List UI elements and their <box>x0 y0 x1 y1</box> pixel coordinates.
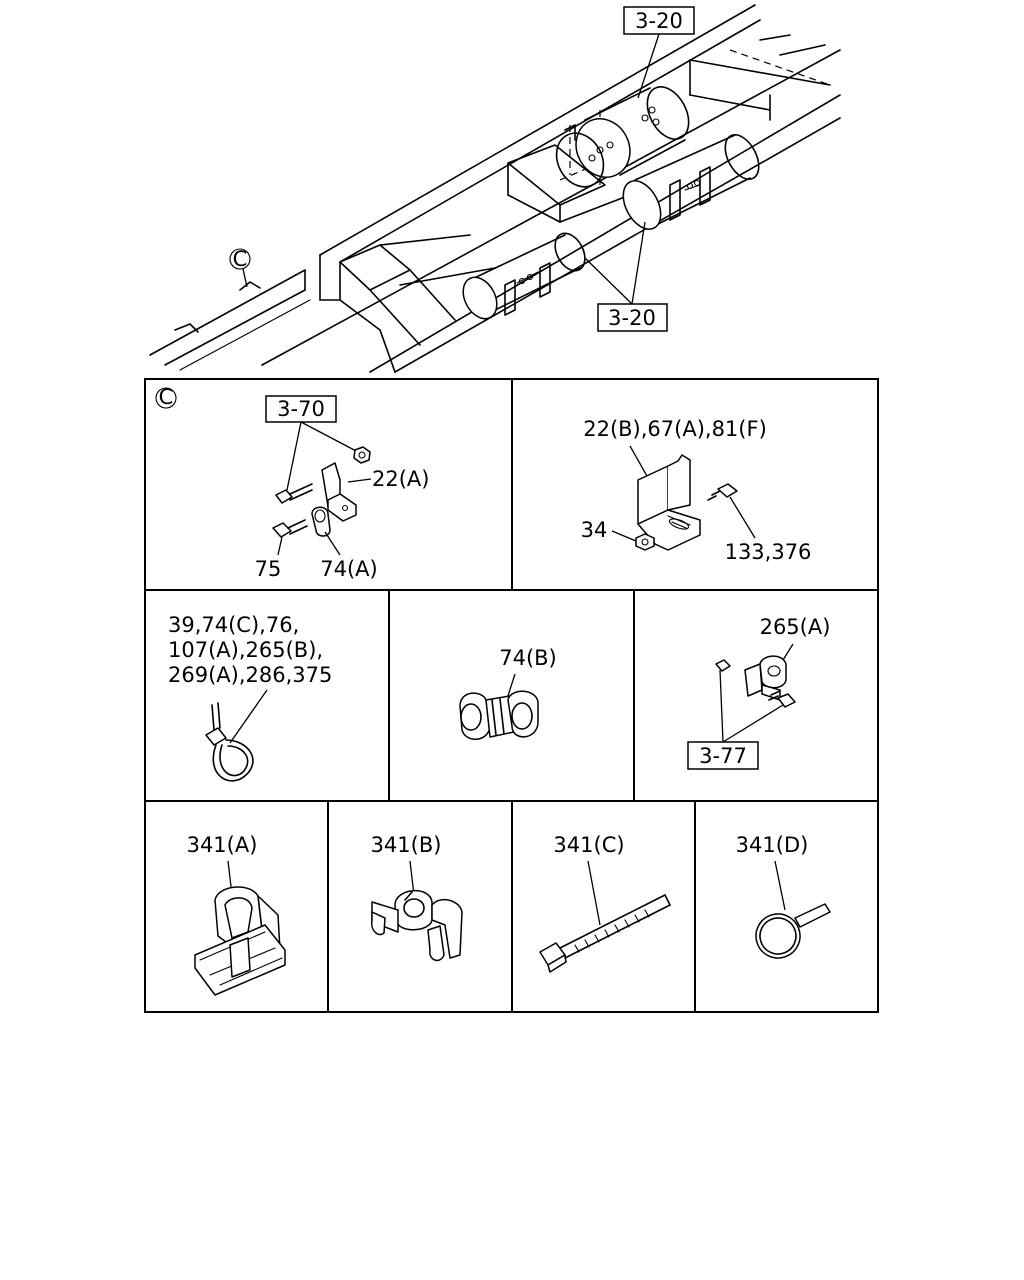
panel-c: C 3-70 22(A) 75 74(A) <box>155 385 429 581</box>
panel-341b: 341(B) <box>370 833 463 962</box>
crossmember-left <box>339 234 496 373</box>
panel-clip-74b: 74(B) <box>459 646 557 740</box>
bolt-133-icon <box>717 483 738 498</box>
label-74b: 74(B) <box>499 646 557 670</box>
leader-133-376 <box>729 496 756 539</box>
bracket-22a-icon <box>321 462 341 507</box>
bolt-75-icon <box>272 522 292 538</box>
nut-34-icon <box>635 533 655 551</box>
ref-3-70-label[interactable]: 3-70 <box>277 397 325 421</box>
callout-c-leader <box>242 268 248 288</box>
leader-341b <box>409 860 415 896</box>
chassis-overview: C 3-20 3-20 <box>149 4 841 373</box>
label-341c: 341(C) <box>553 833 624 857</box>
crossmember-middle <box>507 110 631 223</box>
label-341a: 341(A) <box>187 833 258 857</box>
panel-341c: 341(C) <box>539 833 671 973</box>
ref-3-77-label[interactable]: 3-77 <box>699 744 747 768</box>
leader-74a <box>324 531 341 556</box>
band-clamp-341d-icon <box>755 903 831 959</box>
label-tie-line2: 107(A),265(B), <box>168 638 323 662</box>
label-341b: 341(B) <box>371 833 442 857</box>
callout-c-label: C <box>233 247 248 271</box>
label-tie-line1: 39,74(C),76, <box>168 613 299 637</box>
ref-3-20-top-label[interactable]: 3-20 <box>635 9 683 33</box>
clip-341b-icon <box>370 889 463 962</box>
main-frame-rail <box>261 4 841 373</box>
leader-34 <box>611 530 637 542</box>
leader-3-70-nut <box>300 421 359 453</box>
label-tie-line3: 269(A),286,375 <box>168 663 332 687</box>
panel-c-marker-circle <box>155 387 177 409</box>
leader-3-77-nut <box>719 669 724 743</box>
panel-c-marker: C <box>159 385 174 409</box>
label-265a: 265(A) <box>760 615 831 639</box>
double-clip-icon <box>459 690 539 740</box>
ref-box-3-20-top[interactable] <box>623 6 695 35</box>
detail-grid <box>144 378 879 1013</box>
tank-right <box>622 134 760 230</box>
cable-tie-icon <box>205 727 227 746</box>
leader-341d <box>774 860 786 911</box>
leader-3-77-bolt <box>722 704 784 743</box>
callout-circle-c <box>229 248 251 270</box>
clamp-265a-icon <box>744 655 787 701</box>
cable-tie-341c-icon <box>539 894 671 973</box>
ref-box-3-70[interactable] <box>265 395 337 423</box>
panel-bracket-22b: 22(B),67(A),81(F) 34 133,376 <box>581 417 812 564</box>
panel-341d: 341(D) <box>736 833 831 959</box>
left-frame-rail <box>149 269 311 371</box>
bolt-3-77-icon <box>777 693 796 708</box>
ref-box-3-20-bottom[interactable] <box>597 303 668 332</box>
rear-frame-rail <box>689 34 831 121</box>
leader-3-20-bottom-b <box>631 221 646 305</box>
label-74a: 74(A) <box>320 557 377 581</box>
panel-341a: 341(A) <box>187 833 286 996</box>
leader-3-20-bottom-a <box>584 257 633 305</box>
label-22a: 22(A) <box>372 467 429 491</box>
label-341d: 341(D) <box>736 833 809 857</box>
leader-22a <box>347 478 372 483</box>
label-34: 34 <box>581 518 608 542</box>
bolt-upper-icon <box>275 489 293 504</box>
nut-3-77-icon <box>715 659 731 672</box>
leader-3-20-top <box>637 33 660 99</box>
panel-clamp-265a: 265(A) 3-77 <box>687 615 831 770</box>
leader-75 <box>277 536 283 556</box>
leader-341c <box>587 860 601 926</box>
leader-tie <box>229 689 268 744</box>
leader-3-70-bolt <box>286 421 302 491</box>
label-133-376: 133,376 <box>725 540 812 564</box>
clip-341a-icon <box>194 886 286 996</box>
label-22b-67a-81f: 22(B),67(A),81(F) <box>583 417 767 441</box>
tank-lower <box>462 232 586 320</box>
ref-3-20-bottom-label[interactable]: 3-20 <box>608 306 656 330</box>
nut-icon <box>353 446 371 464</box>
panel-cable-tie: 39,74(C),76, 107(A),265(B), 269(A),286,3… <box>168 613 332 782</box>
label-75: 75 <box>255 557 282 581</box>
